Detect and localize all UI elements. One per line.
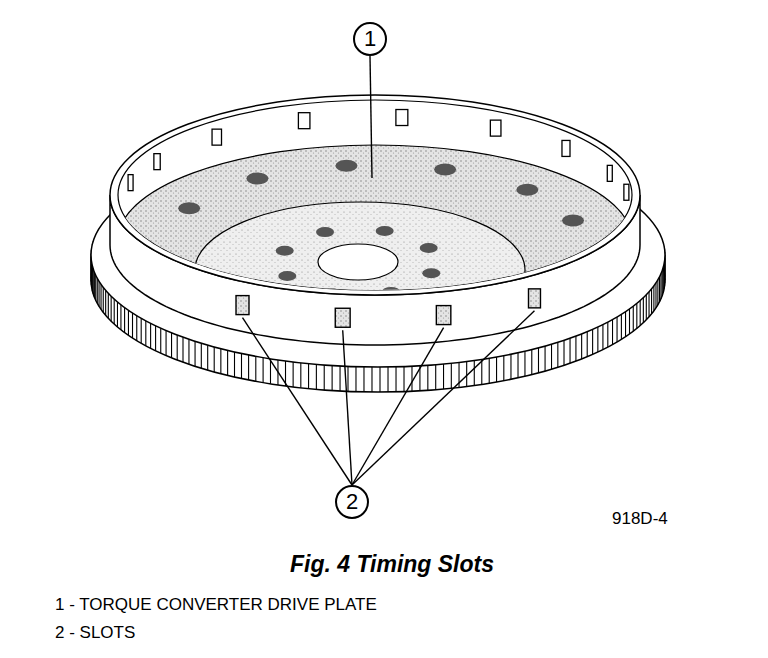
- legend-line: 2 - SLOTS: [55, 623, 135, 643]
- timing-slots: [128, 110, 629, 328]
- leader-lines: [243, 56, 535, 485]
- callout-circle: 1: [353, 22, 387, 56]
- callout-circle: 2: [335, 485, 369, 519]
- callout-number: 2: [346, 491, 358, 513]
- figure-caption: Fig. 4 Timing Slots: [290, 551, 494, 578]
- legend-line: 1 - TORQUE CONVERTER DRIVE PLATE: [55, 595, 377, 615]
- callout-number: 1: [364, 28, 376, 50]
- plate-interior: [118, 145, 632, 338]
- figure-code: 918D-4: [612, 509, 668, 529]
